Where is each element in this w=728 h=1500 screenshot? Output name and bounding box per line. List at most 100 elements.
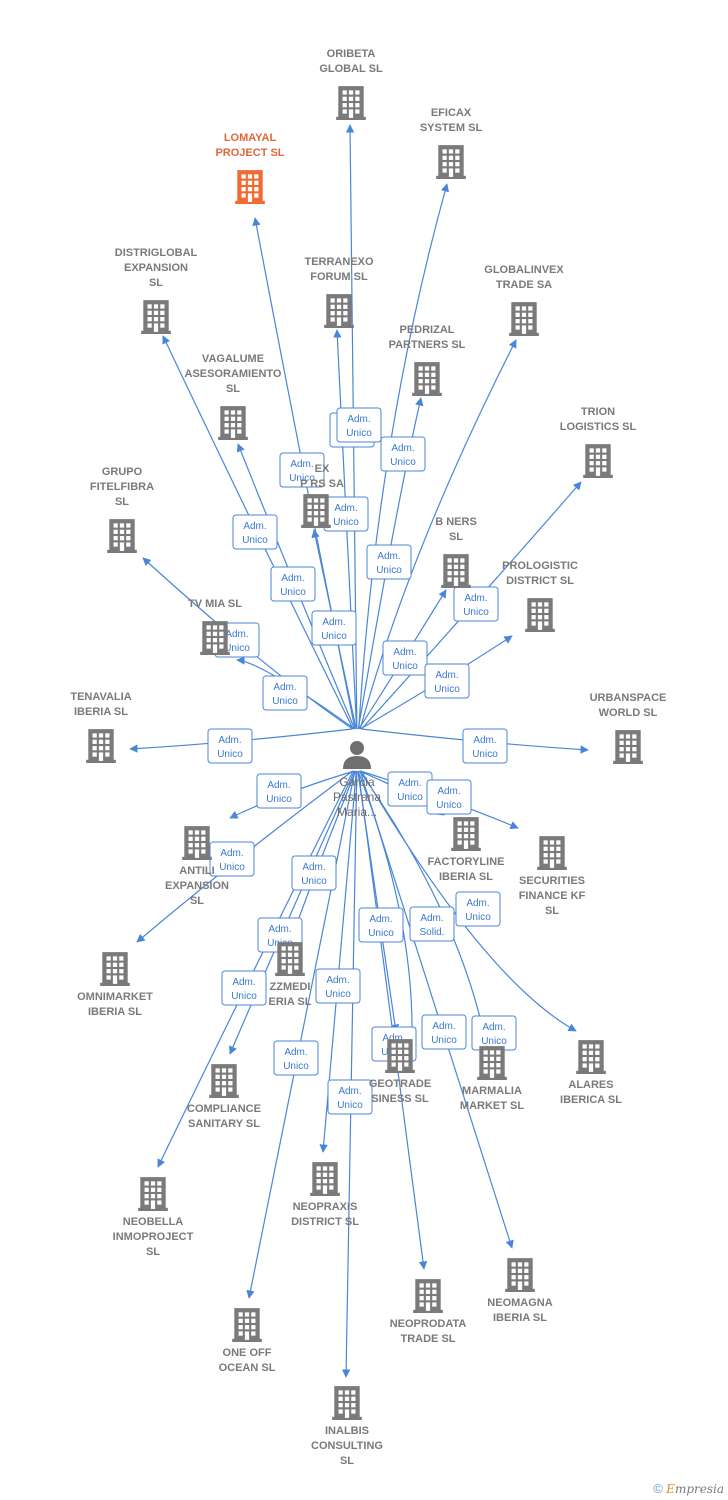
role-badge[interactable]: Adm.Unico [424, 663, 470, 699]
company-label: ANTILI [179, 865, 214, 877]
role-badge[interactable]: Adm.Unico [311, 610, 357, 646]
person-name: Garcia [339, 775, 375, 789]
role-badge-text: Adm. [284, 1047, 307, 1058]
role-badge[interactable]: Adm.Unico [323, 496, 369, 532]
company-label: IBERIA SL [439, 871, 493, 883]
role-badge[interactable]: Adm.Unico [232, 514, 278, 550]
company-label: EXPANSION [124, 262, 188, 274]
role-badge[interactable]: Adm.Unico [262, 675, 308, 711]
building-icon [413, 1279, 443, 1313]
role-badge[interactable]: Adm.Unico [315, 968, 361, 1004]
company-label: INALBIS [325, 1425, 369, 1437]
building-icon [613, 730, 643, 764]
role-badge-text: Adm. [338, 1086, 361, 1097]
role-badge-box [311, 610, 357, 646]
role-badge-box [315, 968, 361, 1004]
building-icon [209, 1064, 239, 1098]
role-badge[interactable]: Adm.Unico [462, 728, 508, 764]
role-badge-text: Unico [481, 1036, 507, 1047]
role-badge[interactable]: Adm.Unico [327, 1079, 373, 1115]
role-badge-text: Unico [465, 912, 491, 923]
role-badge-text: Adm. [420, 913, 443, 924]
person-node[interactable]: GarciaPastranaMaria... [333, 741, 381, 819]
role-badge[interactable]: Adm.Unico [455, 891, 501, 927]
building-icon [200, 621, 230, 655]
role-badge[interactable]: Adm.Unico [291, 855, 337, 891]
role-badge[interactable]: Adm.Unico [256, 773, 302, 809]
role-badge[interactable]: Adm.Unico [471, 1015, 517, 1051]
relation-edge [357, 397, 424, 730]
role-badge[interactable]: Adm.Unico [382, 640, 428, 676]
role-badge-text: Adm. [232, 977, 255, 988]
role-badge-text: Unico [325, 989, 351, 1000]
company-label: LOMAYAL [224, 132, 277, 144]
role-badge[interactable]: Adm.Unico [366, 544, 412, 580]
role-badge[interactable]: Adm.Unico [336, 407, 382, 443]
role-badge[interactable]: Adm.Unico [358, 907, 404, 943]
role-badge-text: Adm. [377, 551, 400, 562]
copyright-symbol: © [653, 1481, 663, 1496]
company-label: DISTRICT SL [506, 575, 574, 587]
role-badge[interactable]: Adm.Unico [273, 1040, 319, 1076]
role-badge-text: Unico [397, 792, 423, 803]
company-label: OCEAN SL [219, 1362, 276, 1374]
role-badge-box [382, 640, 428, 676]
role-badge-box [366, 544, 412, 580]
company-label: SL [146, 1246, 160, 1258]
role-badge-text: Unico [431, 1035, 457, 1046]
role-badge[interactable]: Adm.Unico [421, 1014, 467, 1050]
company-label: GRUPO [102, 466, 143, 478]
role-badge-text: Adm. [220, 848, 243, 859]
company-node-tv-mia[interactable]: TV MIA SL [188, 598, 242, 655]
relation-edge [359, 770, 514, 1249]
company-label: MARKET SL [460, 1100, 524, 1112]
building-icon [324, 294, 354, 328]
role-badge[interactable]: Adm.Unico [426, 779, 472, 815]
role-badge[interactable]: Adm.Unico [279, 452, 325, 488]
role-badge[interactable]: Adm.Unico [221, 970, 267, 1006]
role-badge[interactable]: Adm.Unico [209, 841, 255, 877]
role-badge[interactable]: Adm.Unico [207, 728, 253, 764]
company-node-ex-partners[interactable]: EXP RS SA [300, 463, 344, 528]
building-icon [576, 1040, 606, 1074]
company-label: GLOBAL SL [319, 63, 383, 75]
role-badge[interactable]: Adm.Unico [387, 771, 433, 807]
role-badge-text: Adm. [382, 1033, 405, 1044]
role-badge[interactable]: Adm.Unico [270, 566, 316, 602]
role-badge[interactable]: Adm.Unico [453, 586, 499, 622]
role-badge[interactable]: Adm.Unico [380, 436, 426, 472]
role-badge-text: Unico [224, 643, 250, 654]
building-icon [505, 1258, 535, 1292]
footer-brand: © Empresia [653, 1481, 724, 1496]
role-badge[interactable]: Adm.Solid. [409, 906, 455, 942]
